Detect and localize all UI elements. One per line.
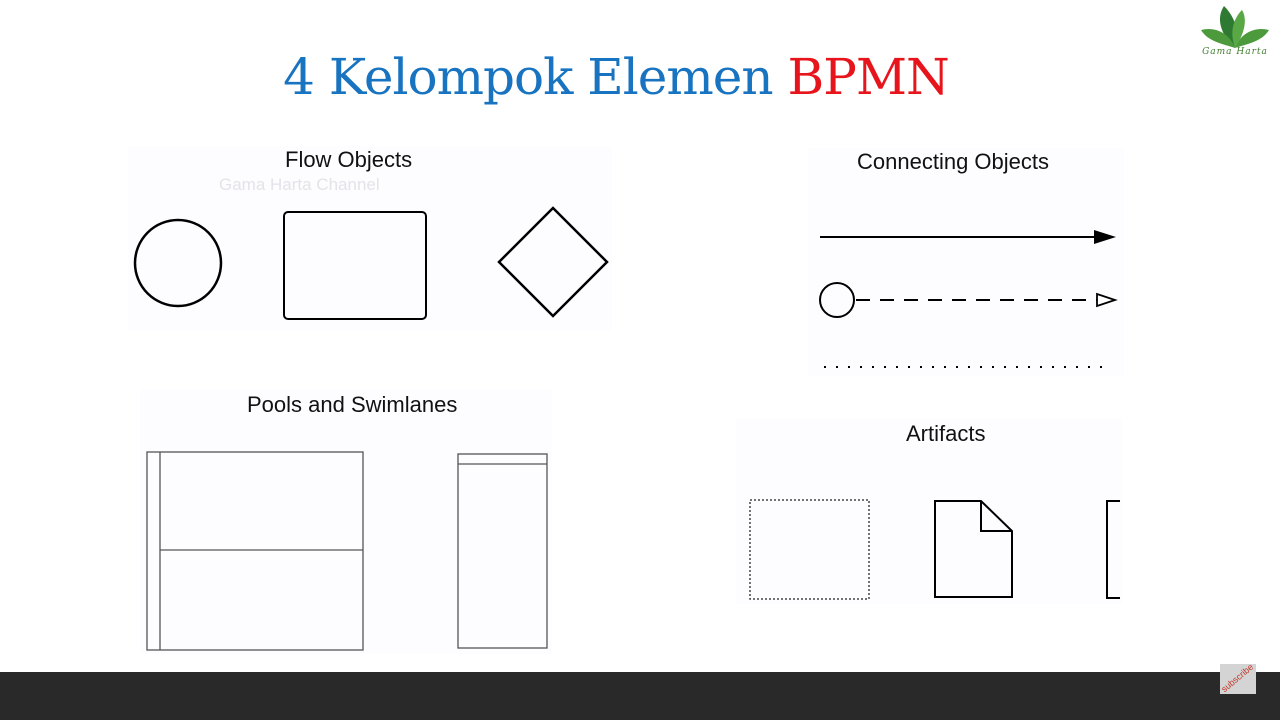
event-circle-shape [133,218,223,308]
flow-objects-panel [128,146,612,330]
pools-swimlanes-panel [140,390,552,654]
gateway-diamond-shape [497,206,609,318]
logo-leaves-icon [1201,6,1269,48]
subscribe-badge[interactable]: subscribe [1220,664,1256,694]
subscribe-text: subscribe [1220,664,1256,694]
activity-rect-shape [283,211,427,320]
artifacts-panel [736,418,1122,604]
title-main: 4 Kelompok Elemen [283,48,788,106]
sequence-flow-arrow [820,230,1116,244]
group-dotted-rect-shape [749,499,870,600]
page-title: 4 Kelompok Elemen BPMN [0,48,1232,106]
logo-text: Gama Harta [1202,47,1268,57]
message-flow-arrow [819,282,1118,318]
horizontal-pool-shape [146,451,364,651]
watermark-text: Gama Harta Channel [219,175,380,194]
title-accent: BPMN [787,48,949,106]
vertical-lane-shape [457,453,548,649]
flow-objects-title: Flow Objects [285,147,413,172]
data-object-document-icon [934,500,1013,598]
artifacts-title: Artifacts [906,421,986,446]
connecting-objects-title: Connecting Objects [857,149,1049,174]
bottom-bar [0,672,1280,720]
pools-swimlanes-title: Pools and Swimlanes [247,392,458,417]
annotation-bracket-shape [1106,500,1120,599]
connecting-objects-panel [808,148,1124,376]
